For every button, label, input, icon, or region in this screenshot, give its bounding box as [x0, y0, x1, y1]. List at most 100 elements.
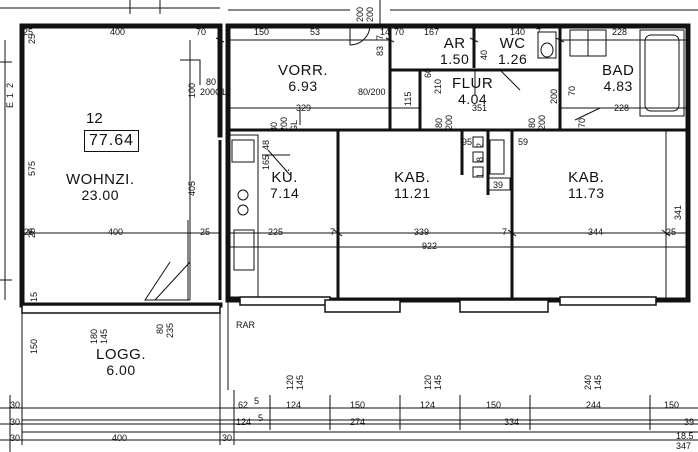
room-area: 1.26: [498, 51, 528, 67]
dim: 80: [206, 77, 217, 87]
dim: 240: [583, 374, 593, 390]
room-wc: WC 1.26: [498, 36, 527, 66]
dim: 2: [5, 82, 15, 88]
room-wohnzi: WOHNZI. 23.00: [66, 172, 135, 202]
dim: 400: [110, 27, 126, 37]
dim: 5: [254, 396, 260, 406]
unit-area-box: 77.64: [84, 130, 140, 152]
dim: 225: [268, 227, 284, 237]
dim: 59: [518, 137, 529, 147]
room-area: 6.00: [106, 362, 136, 378]
dim: 339: [414, 227, 430, 237]
room-area: 11.21: [394, 185, 431, 201]
dim: 39: [493, 180, 504, 190]
dim: 80/200: [358, 87, 386, 97]
room-area: 4.83: [603, 78, 633, 94]
room-area: 23.00: [81, 187, 120, 203]
dim: 48: [261, 139, 271, 150]
dim: 95: [462, 137, 473, 147]
room-ar: AR 1.50: [440, 36, 469, 66]
dim: 7: [536, 27, 542, 37]
room-name: KAB.: [394, 169, 431, 186]
dim: 334: [504, 417, 520, 427]
dim: 14: [380, 27, 391, 37]
dim: 30: [10, 433, 21, 443]
room-name: WC: [499, 35, 526, 52]
dim: 83: [375, 45, 385, 56]
unit-number: 12: [86, 110, 103, 127]
dim: 39: [684, 417, 695, 427]
dim: 575: [27, 160, 37, 176]
dim: 120: [285, 374, 295, 390]
dim: 1: [5, 92, 15, 98]
dim: 25: [200, 227, 211, 237]
dim: 351: [472, 103, 488, 113]
dim: 341: [673, 204, 683, 220]
dim: 124: [236, 417, 252, 427]
dim: 7: [375, 34, 385, 40]
room-name: KÜ.: [271, 169, 298, 186]
dim: 140: [510, 27, 526, 37]
room-name: KAB.: [568, 169, 605, 186]
room-area: 7.14: [270, 185, 300, 201]
dim: 25: [666, 227, 677, 237]
dim: 70: [567, 85, 577, 96]
dim: 30: [10, 400, 21, 410]
dim: 145: [295, 374, 305, 390]
dim: GL: [289, 119, 299, 132]
dim: 70: [577, 117, 587, 128]
dim: 228: [614, 103, 630, 113]
room-area: 1.50: [440, 51, 470, 67]
dim: 145: [433, 374, 443, 390]
dim: 180: [89, 328, 99, 344]
dim: 7: [330, 227, 336, 237]
dim: 167: [424, 27, 440, 37]
dim: 329: [296, 103, 312, 113]
dim: 25: [27, 227, 37, 238]
dim: 124: [286, 400, 302, 410]
dim: 70: [196, 27, 207, 37]
room-bad: BAD 4.83: [602, 63, 634, 93]
dim: 228: [612, 27, 628, 37]
dim: 62: [238, 400, 249, 410]
dim: 25: [23, 27, 34, 37]
dim: 400: [108, 227, 124, 237]
dim: 200: [549, 88, 559, 104]
dim: 30: [10, 417, 21, 427]
dim: 150: [254, 27, 270, 37]
dim: 210: [433, 78, 443, 94]
dim: 7: [502, 227, 508, 237]
room-vorr: VORR. 6.93: [278, 63, 328, 93]
dim: 405: [187, 180, 197, 196]
dim: 200: [537, 114, 547, 130]
dimension-ticks: [19, 37, 671, 237]
dim: 53: [310, 27, 321, 37]
dim: 40: [479, 49, 489, 60]
dim: 150: [29, 338, 39, 354]
room-name: VORR.: [278, 62, 329, 79]
room-kab1: KAB. 11.21: [394, 170, 431, 200]
dim: 15: [29, 291, 39, 302]
windows: [21, 296, 657, 314]
dim: 25: [24, 227, 35, 237]
room-name: BAD: [602, 62, 635, 79]
dim: 25: [27, 33, 37, 44]
dim: 200: [444, 114, 454, 130]
room-kue: KÜ. 7.14: [270, 170, 299, 200]
dim: 80: [155, 323, 165, 334]
dim: 145: [99, 328, 109, 344]
dim: 344: [588, 227, 604, 237]
dim: 922: [422, 241, 438, 251]
dim: E: [5, 101, 15, 108]
room-flur: FLUR 4.04: [452, 76, 493, 106]
room-kab2: KAB. 11.73: [568, 170, 605, 200]
room-name: FLUR: [452, 75, 494, 92]
dim: 80: [269, 121, 279, 132]
room-name: WOHNZI.: [66, 171, 135, 188]
dim: 100: [187, 82, 197, 98]
dim: 60: [423, 67, 433, 78]
dim: 30: [222, 433, 233, 443]
dim: 2: [475, 142, 485, 148]
dim: 5: [258, 413, 264, 423]
